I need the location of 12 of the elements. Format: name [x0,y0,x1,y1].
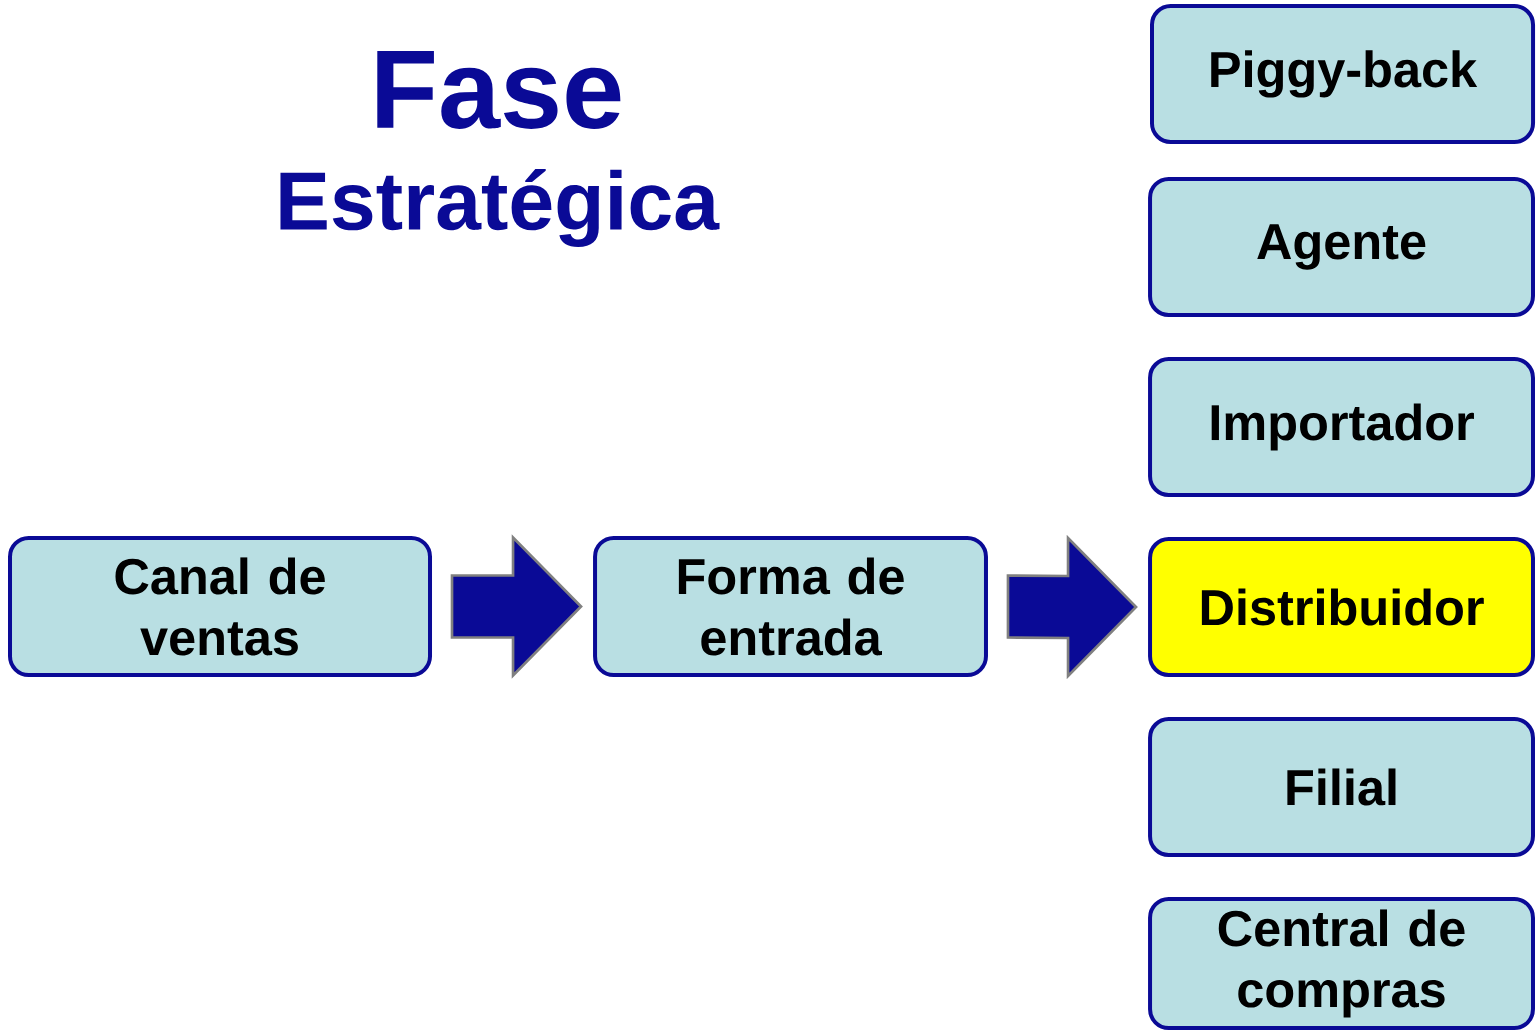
rounded-box: Agente [1148,177,1535,317]
rounded-box: Filial [1148,717,1535,857]
title: Fase [377,51,621,129]
rounded-box: Forma de entrada [593,535,988,678]
rounded-box: Piggy-back [1150,4,1536,144]
rounded-box: Importador [1148,357,1535,497]
rounded-box: Canal de ventas [8,535,432,678]
subtitle: Estratégica [280,169,720,247]
rounded-box: Central de compras [1148,896,1535,1031]
rounded-box: Distribuidor [1148,537,1535,677]
block-arrow [1006,534,1138,680]
block-arrow [450,534,583,679]
